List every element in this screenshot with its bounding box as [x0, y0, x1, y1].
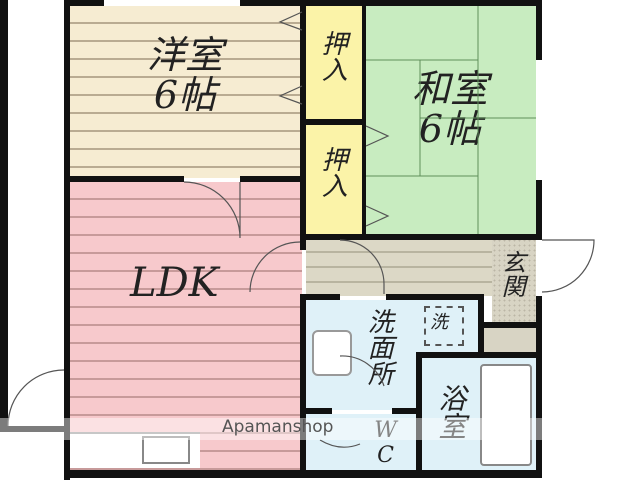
wall — [386, 294, 482, 300]
wall — [64, 0, 104, 6]
bathroom-label: 浴室 — [434, 384, 468, 440]
entrance — [492, 238, 536, 324]
closet-bottom — [306, 124, 362, 234]
wall — [300, 0, 306, 250]
wall — [240, 176, 306, 182]
sink — [142, 436, 190, 464]
wall — [240, 0, 540, 6]
wall — [0, 0, 8, 432]
wall — [302, 234, 542, 240]
wall — [478, 322, 540, 328]
washroom-label: 洗面所 — [363, 308, 394, 386]
wall — [416, 352, 422, 476]
closet-top-label: 押入 — [317, 30, 348, 82]
watermark-text: Apamanshop — [222, 417, 334, 437]
room-ldk — [68, 182, 302, 470]
wall — [0, 426, 70, 432]
washer-label: 洗 — [430, 312, 448, 333]
watermark-band — [0, 418, 618, 440]
wall — [362, 0, 366, 238]
toilet-label: WC — [373, 418, 399, 468]
wall — [64, 0, 70, 480]
wall — [418, 352, 540, 358]
wall — [536, 296, 542, 478]
shoe-shelf — [484, 328, 536, 354]
room-western — [68, 6, 302, 178]
wall — [536, 0, 542, 60]
washer-space — [424, 306, 464, 346]
wall — [392, 408, 420, 414]
entrance-label: 玄関 — [497, 250, 526, 298]
balcony — [8, 6, 64, 426]
wall — [300, 294, 340, 300]
bathtub — [480, 364, 532, 466]
wall — [302, 119, 364, 125]
room-japanese — [366, 6, 536, 234]
wall — [536, 180, 542, 236]
closet-bottom-label: 押入 — [317, 146, 348, 198]
room-ldk-label: LDK — [130, 260, 219, 306]
vanity — [312, 330, 352, 376]
wall — [300, 296, 306, 476]
closet-top — [306, 6, 362, 120]
wall — [68, 176, 184, 182]
room-western-label: 洋室 6帖 — [146, 33, 223, 117]
wall — [302, 408, 332, 414]
hallway — [306, 238, 492, 296]
room-japanese-label: 和室 6帖 — [411, 67, 488, 151]
